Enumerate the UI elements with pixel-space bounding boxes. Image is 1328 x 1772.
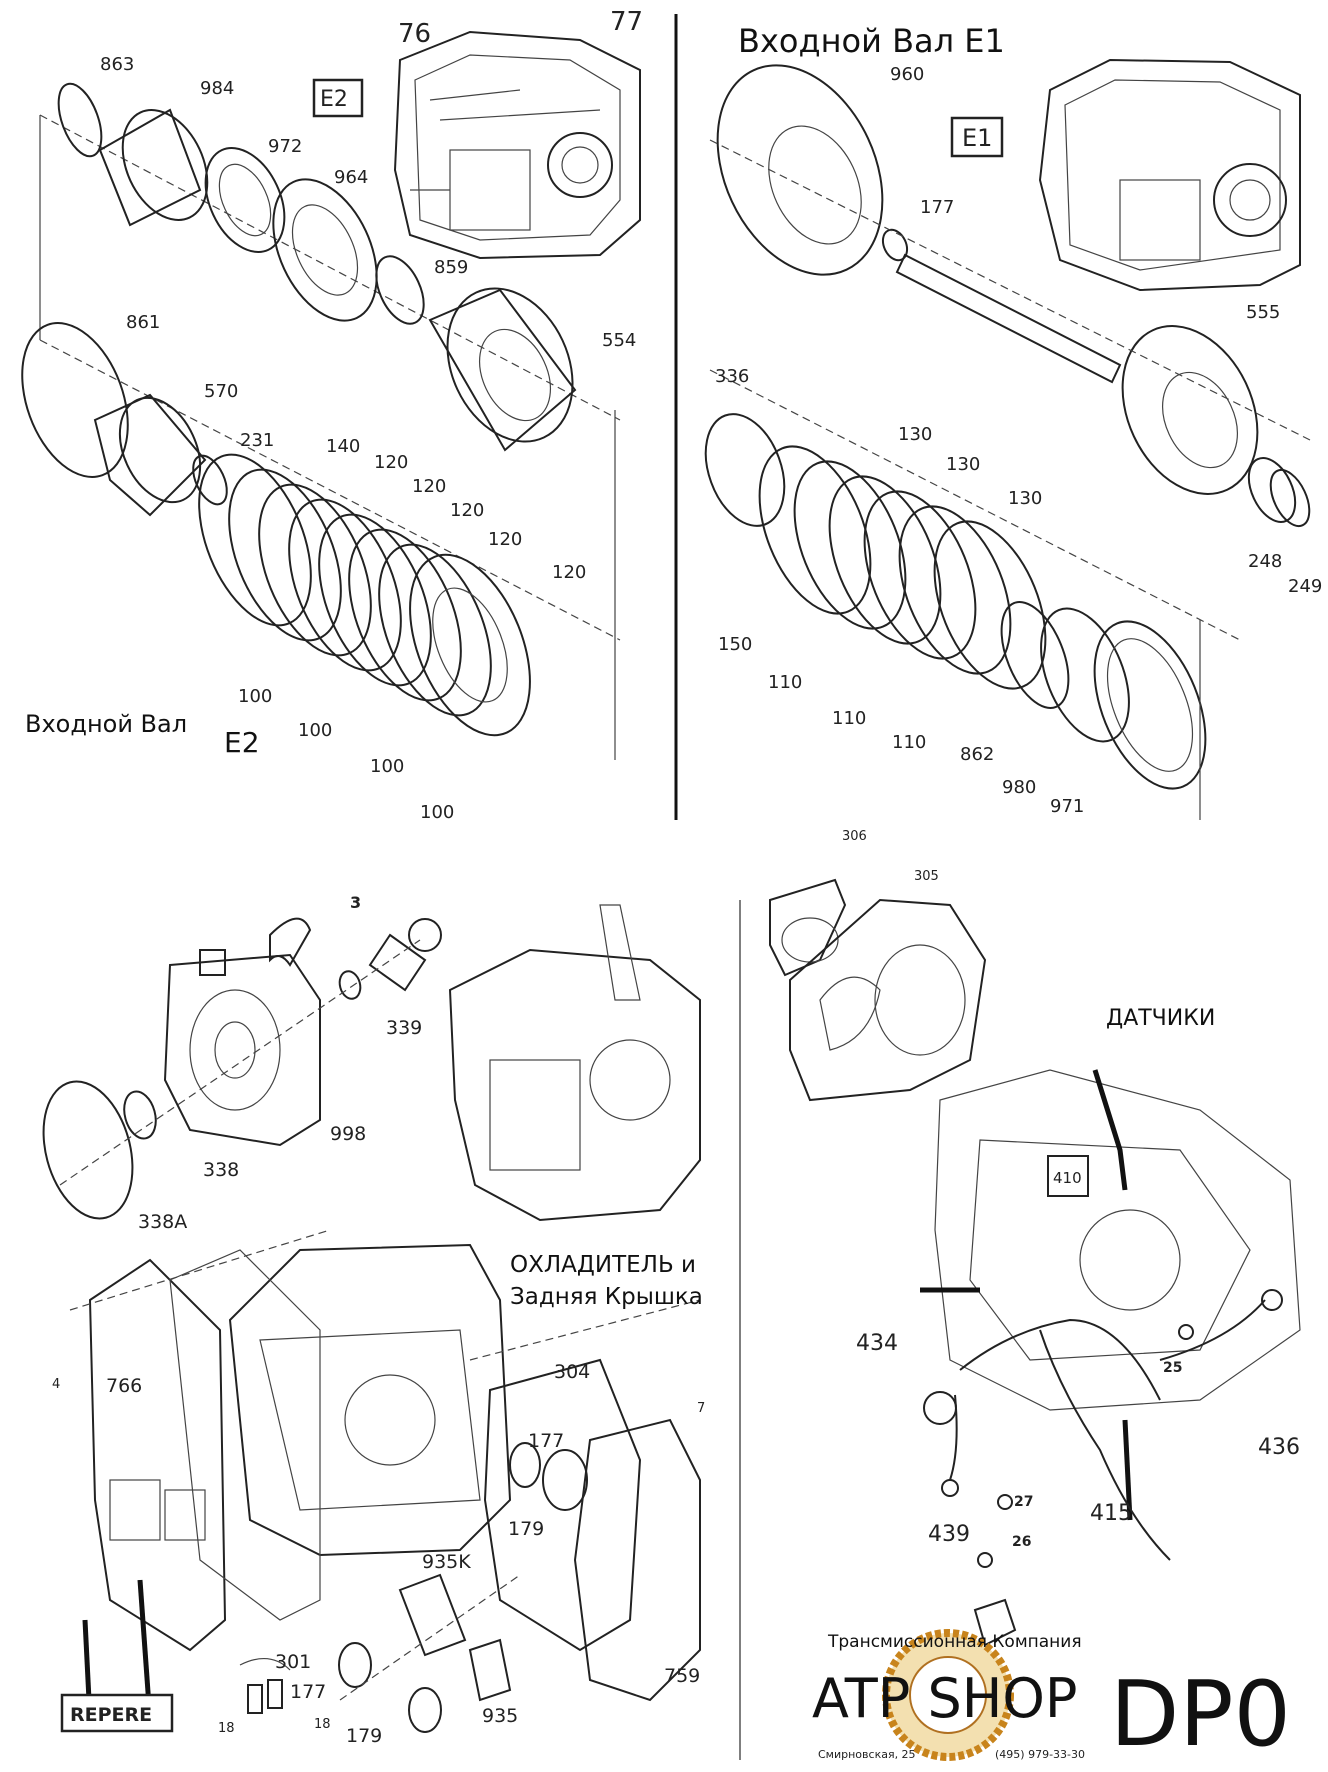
callout-306: 306 bbox=[842, 829, 867, 844]
callout-179-b: 179 bbox=[346, 1725, 382, 1747]
callout-120-a: 120 bbox=[374, 452, 408, 473]
callout-984: 984 bbox=[200, 78, 234, 99]
callout-231: 231 bbox=[240, 430, 274, 451]
callout-26: 26 bbox=[1012, 1534, 1031, 1550]
e2-section-title: Входной Вал bbox=[25, 710, 187, 738]
cooler-section: ОХЛАДИТЕЛЬ и Задняя Крышка 3 339 998 338… bbox=[42, 893, 705, 1747]
callout-100-c: 100 bbox=[370, 756, 404, 777]
callout-110-a: 110 bbox=[768, 672, 802, 693]
e1-housing-drawing bbox=[1038, 58, 1301, 292]
callout-972: 972 bbox=[268, 136, 302, 157]
e1-clutch-pack bbox=[758, 445, 1047, 690]
callout-18-a: 18 bbox=[218, 1721, 235, 1736]
callout-25: 25 bbox=[1163, 1360, 1182, 1376]
cooler-title-line2: Задняя Крышка bbox=[510, 1284, 703, 1310]
callout-130-c: 130 bbox=[1008, 488, 1042, 509]
callout-110-c: 110 bbox=[892, 732, 926, 753]
callout-964: 964 bbox=[334, 167, 368, 188]
repere-label: REPERE bbox=[70, 1704, 152, 1726]
cooler-housing-drawing bbox=[448, 904, 701, 1222]
e2-section-subtitle: E2 bbox=[224, 726, 260, 759]
repere-box bbox=[60, 1693, 174, 1733]
e2-section: 76 77 863 984 972 964 859 554 861 570 23… bbox=[21, 7, 643, 823]
e2-housing-drawing bbox=[393, 30, 641, 260]
callout-339: 339 bbox=[386, 1017, 422, 1039]
callout-555: 555 bbox=[1246, 302, 1280, 323]
atp-shop-logo: Трансмиссионная Компания ATP SHOP Смирно… bbox=[812, 1629, 1291, 1767]
callout-100-d: 100 bbox=[420, 802, 454, 823]
callout-27: 27 bbox=[1014, 1494, 1033, 1510]
callout-766: 766 bbox=[106, 1375, 142, 1397]
e1-section: Входной Вал E1 bbox=[704, 22, 1322, 820]
callout-177-b: 177 bbox=[290, 1681, 326, 1703]
e2-clutch-pack bbox=[198, 453, 531, 737]
rear-housing-drawing bbox=[228, 1243, 512, 1557]
callout-120-b: 120 bbox=[412, 476, 446, 497]
callout-100-a: 100 bbox=[238, 686, 272, 707]
callout-338A: 338A bbox=[138, 1211, 187, 1233]
callout-439: 439 bbox=[928, 1522, 970, 1547]
callout-130-b: 130 bbox=[946, 454, 980, 475]
e1-box-label: E1 bbox=[962, 124, 992, 152]
callout-140: 140 bbox=[326, 436, 360, 457]
logo-company: Трансмиссионная Компания bbox=[827, 1632, 1082, 1652]
callout-249: 249 bbox=[1288, 576, 1322, 597]
callout-150: 150 bbox=[718, 634, 752, 655]
callout-998: 998 bbox=[330, 1123, 366, 1145]
callout-759: 759 bbox=[664, 1665, 700, 1687]
cooler-title-line1: ОХЛАДИТЕЛЬ и bbox=[510, 1252, 696, 1278]
logo-brand: ATP SHOP bbox=[812, 1667, 1077, 1730]
callout-554: 554 bbox=[602, 330, 636, 351]
callout-120-d: 120 bbox=[488, 529, 522, 550]
callout-436: 436 bbox=[1258, 1435, 1300, 1460]
callout-863: 863 bbox=[100, 54, 134, 75]
callout-77: 77 bbox=[610, 7, 643, 37]
callout-935: 935 bbox=[482, 1705, 518, 1727]
callout-179-a: 179 bbox=[508, 1518, 544, 1540]
logo-address: Смирновская, 25 bbox=[818, 1748, 916, 1761]
callout-960: 960 bbox=[890, 64, 924, 85]
callout-415: 415 bbox=[1090, 1501, 1132, 1526]
callout-301: 301 bbox=[275, 1651, 311, 1673]
callout-120-e: 120 bbox=[552, 562, 586, 583]
callout-304: 304 bbox=[554, 1361, 590, 1383]
callout-338: 338 bbox=[203, 1159, 239, 1181]
callout-971: 971 bbox=[1050, 796, 1084, 817]
callout-862: 862 bbox=[960, 744, 994, 765]
callout-410: 410 bbox=[1053, 1169, 1082, 1187]
sensors-section: ДАТЧИКИ 306 305 410 434 25 436 27 26 bbox=[769, 829, 1301, 1647]
e1-box bbox=[950, 116, 1004, 158]
callout-120-c: 120 bbox=[450, 500, 484, 521]
callout-248: 248 bbox=[1248, 551, 1282, 572]
e2-box-label: E2 bbox=[320, 87, 348, 112]
callout-100-b: 100 bbox=[298, 720, 332, 741]
callout-336: 336 bbox=[715, 366, 749, 387]
callout-570: 570 bbox=[204, 381, 238, 402]
sensors-title: ДАТЧИКИ bbox=[1106, 1006, 1215, 1031]
callout-177-a: 177 bbox=[528, 1430, 564, 1452]
e1-section-title: Входной Вал E1 bbox=[738, 22, 1005, 60]
sensors-housing-drawing bbox=[934, 1069, 1301, 1411]
callout-130-a: 130 bbox=[898, 424, 932, 445]
logo-phone: (495) 979-33-30 bbox=[995, 1748, 1085, 1761]
callout-434: 434 bbox=[856, 1331, 898, 1356]
callout-305: 305 bbox=[914, 869, 939, 884]
callout-3: 3 bbox=[350, 893, 361, 912]
callout-980: 980 bbox=[1002, 777, 1036, 798]
callout-7: 7 bbox=[697, 1401, 705, 1416]
callout-935K: 935K bbox=[422, 1551, 471, 1573]
callout-18-b: 18 bbox=[314, 1717, 331, 1732]
callout-76: 76 bbox=[398, 19, 431, 49]
callout-4: 4 bbox=[52, 1377, 60, 1392]
callout-110-b: 110 bbox=[832, 708, 866, 729]
callout-859: 859 bbox=[434, 257, 468, 278]
callout-861: 861 bbox=[126, 312, 160, 333]
model-code: DP0 bbox=[1110, 1662, 1291, 1767]
callout-177: 177 bbox=[920, 197, 954, 218]
logo-disc-inner bbox=[909, 1656, 987, 1734]
e2-box bbox=[312, 78, 364, 118]
